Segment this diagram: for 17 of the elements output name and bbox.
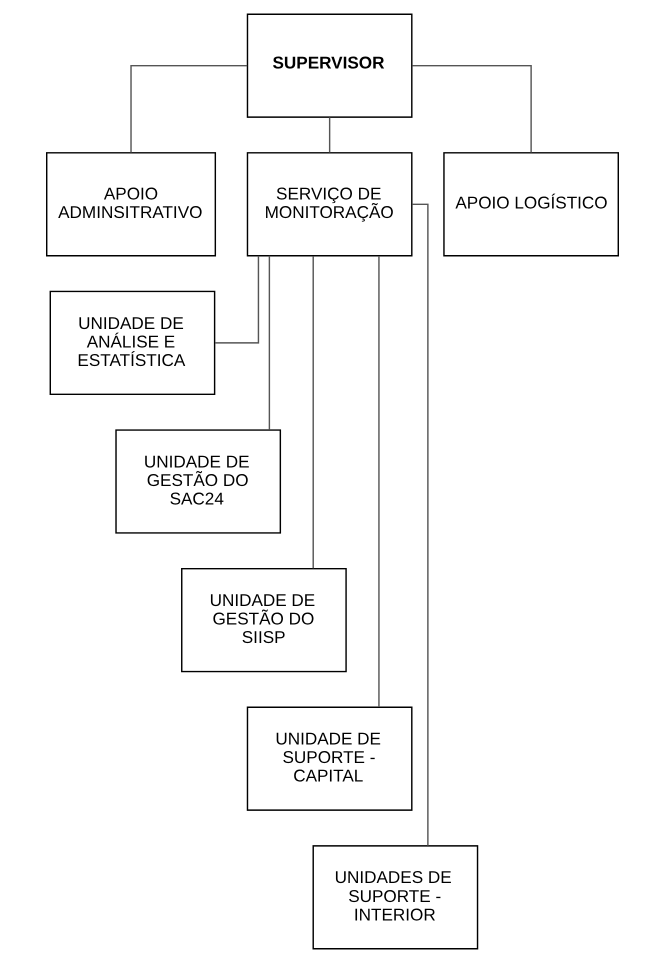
connector: [328, 117, 330, 153]
node-box: APOIO ADMINSITRATIVO: [46, 152, 216, 256]
node-box: SERVIÇO DE MONITORAÇÃO: [246, 152, 412, 256]
node-box: UNIDADE DE GESTÃO DO SAC24: [114, 429, 281, 534]
node-box: SUPERVISOR: [246, 14, 412, 118]
connector: [214, 256, 259, 344]
node-box: UNIDADES DE SUPORTE - INTERIOR: [312, 845, 478, 950]
connector: [312, 256, 314, 568]
connector: [378, 256, 380, 707]
connector: [130, 64, 247, 153]
node-box: UNIDADE DE GESTÃO DO SIISP: [180, 568, 346, 672]
connector: [412, 204, 428, 846]
node-box: UNIDADE DE SUPORTE - CAPITAL: [246, 706, 412, 811]
node-box: UNIDADE DE ANÁLISE E ESTATÍSTICA: [49, 290, 215, 396]
connector: [268, 256, 270, 430]
connector: [412, 64, 532, 153]
node-box: APOIO LOGÍSTICO: [442, 152, 618, 256]
